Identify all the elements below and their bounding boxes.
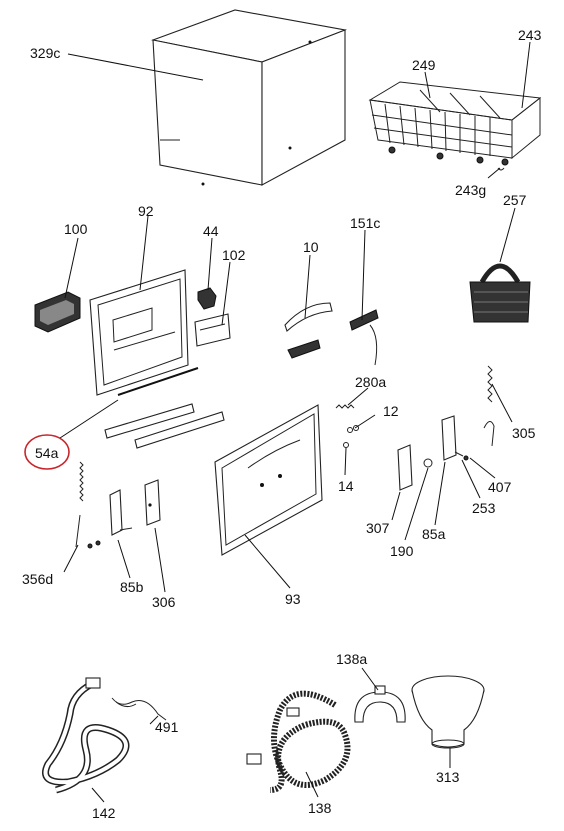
label-151c: 151c (350, 215, 380, 231)
label-257: 257 (503, 192, 527, 208)
part-labels: 329c 249 243 243g 100 92 44 102 10 151c … (22, 27, 542, 821)
label-102: 102 (222, 247, 246, 263)
label-44: 44 (203, 223, 219, 239)
label-356d: 356d (22, 571, 53, 587)
part-257-cutlery-basket (469, 263, 531, 323)
part-329c-cabinet (150, 9, 348, 186)
part-100 (34, 291, 81, 333)
label-142: 142 (92, 805, 116, 821)
part-door-rails (104, 367, 225, 449)
part-243-lower-basket (368, 81, 542, 171)
highlight-ring-54a (24, 434, 70, 470)
label-93: 93 (285, 591, 301, 607)
label-407: 407 (488, 479, 512, 495)
part-92-door-frame (89, 269, 189, 396)
label-253: 253 (472, 500, 496, 516)
part-491-wire (111, 697, 167, 721)
part-280a-12-14 (335, 404, 359, 448)
label-54a: 54a (35, 445, 59, 461)
label-491: 491 (155, 719, 179, 735)
part-151c (349, 309, 379, 366)
part-305-spring (483, 365, 495, 447)
part-93-door (214, 404, 323, 556)
label-190: 190 (390, 543, 414, 559)
part-102 (194, 313, 231, 347)
part-85b-306-hinges (109, 479, 161, 536)
part-10 (284, 302, 333, 359)
label-243g: 243g (455, 182, 486, 198)
label-10: 10 (303, 239, 319, 255)
part-138-inlet-hose (246, 690, 351, 793)
label-92: 92 (138, 203, 154, 219)
label-313: 313 (436, 769, 460, 785)
label-138: 138 (308, 800, 332, 816)
part-313-salt-cap (411, 675, 485, 749)
leader-lines (59, 41, 531, 803)
label-138a: 138a (336, 651, 367, 667)
label-280a: 280a (355, 374, 386, 390)
part-54a-spring (75, 461, 101, 549)
label-243: 243 (518, 27, 542, 43)
label-329c: 329c (30, 45, 60, 61)
label-100: 100 (64, 221, 88, 237)
label-249: 249 (412, 57, 436, 73)
part-44 (197, 287, 217, 310)
label-85a: 85a (422, 526, 446, 542)
label-306: 306 (152, 594, 176, 610)
label-12: 12 (383, 403, 399, 419)
label-307: 307 (366, 520, 390, 536)
label-14: 14 (338, 478, 354, 494)
part-142-drain-hose (42, 677, 130, 794)
label-85b: 85b (120, 579, 144, 595)
part-307-85a-hinges (397, 415, 469, 491)
label-305: 305 (512, 425, 536, 441)
part-138a-clip (354, 685, 406, 723)
